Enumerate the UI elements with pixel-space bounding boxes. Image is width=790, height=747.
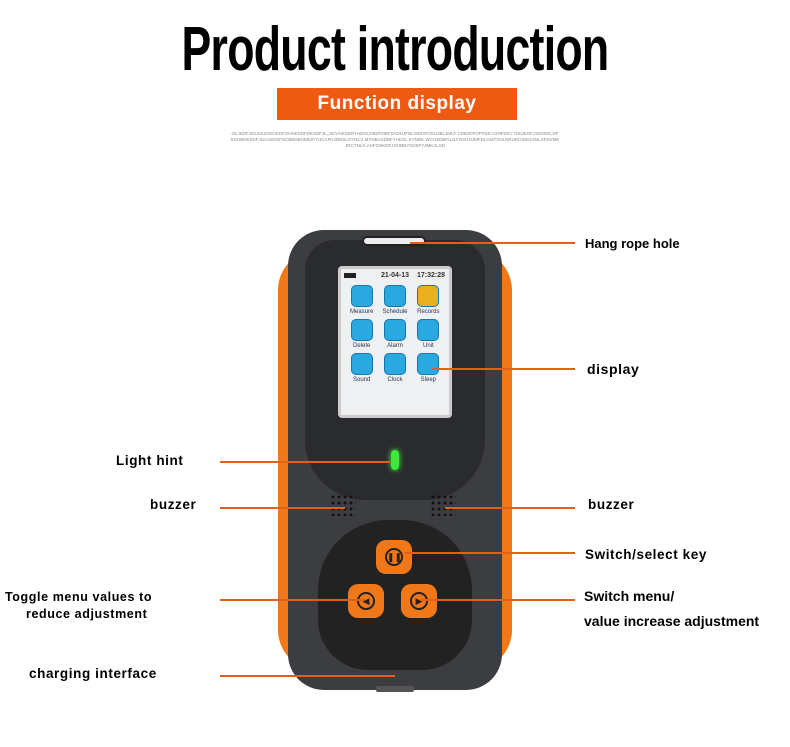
label-display: display — [587, 361, 640, 377]
section-banner: Function display — [277, 88, 517, 120]
app-label: Clock — [387, 377, 403, 383]
app-label: Sleep — [420, 377, 436, 383]
callout-line — [420, 599, 575, 601]
radiation-icon — [350, 285, 373, 307]
app-label: Measure — [349, 309, 374, 315]
callout-line — [410, 242, 575, 244]
moon-icon — [417, 353, 440, 375]
charging-port — [376, 686, 414, 692]
page-title: Product introduction — [181, 15, 609, 84]
label-toggle-line1: Toggle menu values to — [5, 590, 153, 604]
label-switch-select-key: Switch/select key — [585, 547, 708, 562]
pause-icon: ❚❚ — [385, 548, 403, 566]
right-arrow-icon: ▶ — [410, 592, 428, 610]
notes-icon — [417, 285, 440, 307]
app-label: Alarm — [387, 343, 403, 349]
speaker-icon — [350, 353, 373, 375]
app-label: Records — [417, 309, 440, 315]
label-switch-menu-line2: value increase adjustment — [584, 613, 760, 629]
app-label: Sound — [352, 377, 371, 383]
callout-line — [220, 507, 345, 509]
buzzer-left-grille — [330, 494, 356, 516]
rope-hole — [362, 236, 426, 246]
app-label: Delete — [352, 343, 371, 349]
callout-line — [220, 675, 395, 677]
label-buzzer-right: buzzer — [588, 497, 635, 512]
select-button[interactable]: ❚❚ — [376, 540, 412, 574]
app-label: Unit — [422, 343, 434, 349]
callout-line — [220, 461, 390, 463]
app-records[interactable]: Records — [412, 285, 445, 315]
label-switch-menu-line1: Switch menu/ — [584, 588, 675, 604]
app-unit[interactable]: Unit — [412, 319, 445, 349]
buzzer-right-grille — [430, 494, 456, 516]
label-light-hint: Light hint — [116, 453, 184, 468]
trash-icon — [350, 319, 373, 341]
app-sound[interactable]: Sound — [345, 353, 378, 383]
fine-print: OLJKDFJGLDSJHGOKDFGHNKSDFDKSDFJL_SDVNKIS… — [230, 131, 560, 148]
alarm-icon — [383, 319, 406, 341]
right-button[interactable]: ▶ — [401, 584, 437, 618]
indicator-led — [391, 450, 399, 470]
left-button[interactable]: ◀ — [348, 584, 384, 618]
callout-line — [405, 552, 575, 554]
unit-arrows-icon — [417, 319, 440, 341]
device-screen: 21-04-13 17:32:28 Measure Schedule Records… — [338, 266, 452, 418]
app-label: Schedule — [382, 309, 408, 315]
left-arrow-icon: ◀ — [357, 592, 375, 610]
label-charging-interface: charging interface — [29, 666, 157, 681]
clock-check-icon — [383, 285, 406, 307]
screen-date: 21-04-13 — [381, 272, 410, 279]
label-toggle-line2: reduce adjustment — [26, 607, 148, 621]
callout-line — [432, 368, 575, 370]
alarm-clock-icon — [383, 353, 406, 375]
app-schedule[interactable]: Schedule — [378, 285, 411, 315]
app-clock[interactable]: Clock — [378, 353, 411, 383]
callout-line — [220, 599, 365, 601]
callout-line — [445, 507, 575, 509]
app-delete[interactable]: Delete — [345, 319, 378, 349]
label-buzzer-left: buzzer — [150, 497, 197, 512]
screen-time: 17:32:28 — [417, 272, 446, 279]
app-alarm[interactable]: Alarm — [378, 319, 411, 349]
app-measure[interactable]: Measure — [345, 285, 378, 315]
label-hang-rope-hole: Hang rope hole — [585, 236, 680, 251]
battery-icon — [344, 273, 356, 278]
